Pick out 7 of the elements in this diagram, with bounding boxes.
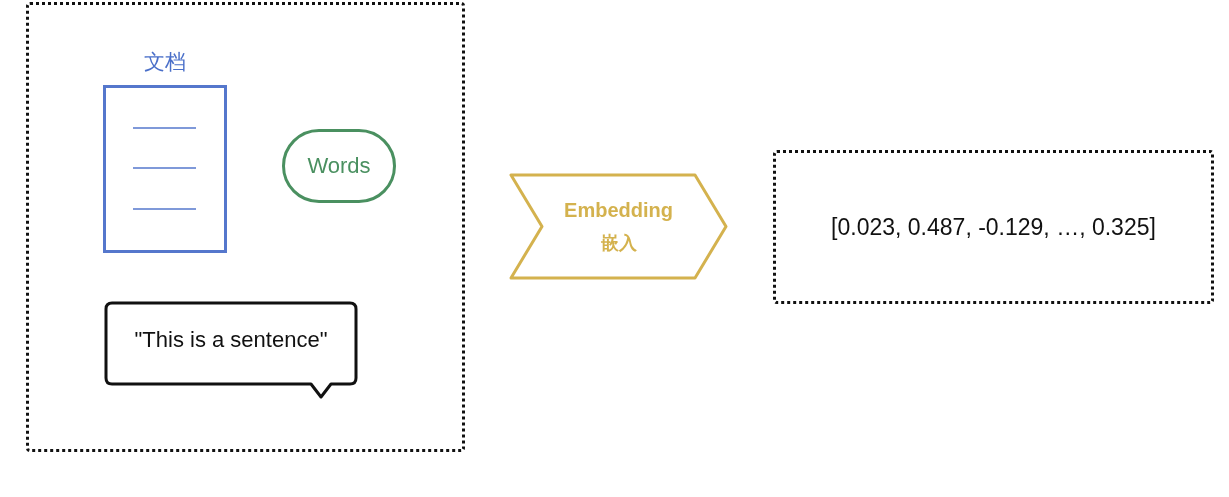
document-label: 文档 <box>143 49 187 75</box>
chevron-label: Embedding <box>563 199 674 222</box>
rounded-pill: Words <box>282 129 396 203</box>
quote-text: "This is a sentence" <box>133 327 329 353</box>
dotted-frame <box>26 2 465 452</box>
chevron-sublabel: 嵌入 <box>599 232 638 255</box>
vector-box: [0.023, 0.487, -0.129, …, 0.325] <box>773 150 1214 304</box>
